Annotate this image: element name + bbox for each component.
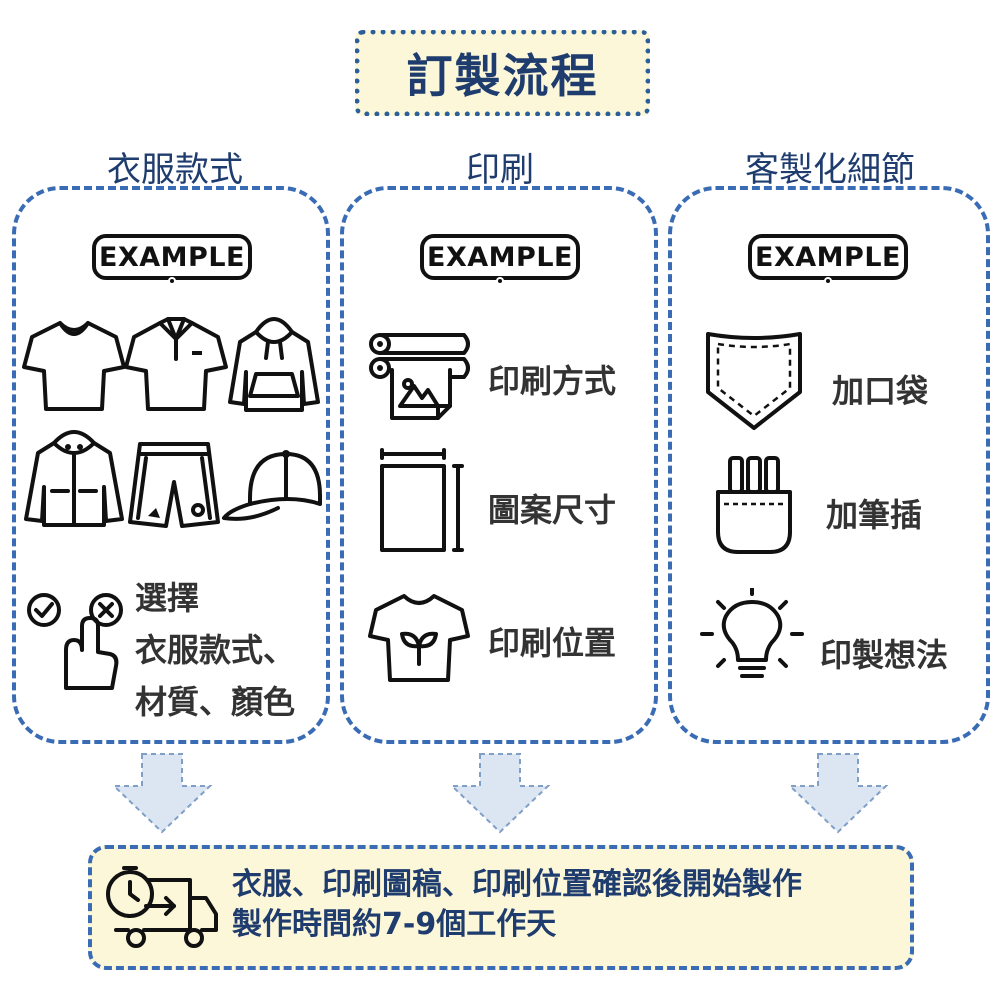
item-add-pen-slot: 加筆插 — [826, 496, 923, 534]
item-print-method: 印刷方式 — [488, 362, 617, 400]
choose-text: 選擇 衣服款式、 材質、顏色 — [135, 572, 295, 728]
shorts-icon — [128, 442, 220, 528]
delivery-truck-timer-icon — [106, 866, 218, 948]
cap-icon — [222, 450, 322, 521]
example-text: EXAMPLE — [427, 241, 573, 273]
production-line-2: 製作時間約7-9個工作天 — [232, 907, 557, 942]
down-arrow-icon — [787, 753, 889, 834]
lightbulb-icon — [700, 588, 804, 678]
choose-line: 衣服款式、 — [135, 631, 296, 669]
example-text: EXAMPLE — [755, 241, 901, 273]
item-print-position: 印刷位置 — [488, 624, 617, 662]
polo-shirt-icon — [124, 317, 228, 411]
column-heading-clothing: 衣服款式 — [107, 150, 243, 190]
hoodie-icon — [228, 317, 320, 412]
production-info-box — [88, 845, 914, 970]
select-hand-icon — [27, 593, 123, 690]
tshirt-icon — [22, 321, 126, 411]
size-frame-icon — [380, 448, 464, 552]
shirt-print-icon — [368, 594, 470, 682]
example-text: EXAMPLE — [99, 241, 245, 273]
down-arrow-icon — [111, 753, 213, 834]
page-title: 訂製流程 — [406, 49, 599, 103]
item-print-idea: 印製想法 — [820, 636, 949, 674]
production-line-1: 衣服、印刷圖稿、印刷位置確認後開始製作 — [232, 867, 802, 902]
item-add-pocket: 加口袋 — [832, 372, 929, 410]
title-box: 訂製流程 — [355, 30, 650, 116]
choose-line: 材質、顏色 — [135, 683, 296, 721]
printer-roll-icon — [369, 333, 470, 420]
example-badge: EXAMPLE — [420, 234, 580, 285]
pocket-icon — [706, 332, 802, 430]
pen-holder-icon — [716, 456, 792, 554]
column-heading-printing: 印刷 — [466, 150, 534, 190]
column-heading-custom: 客製化細節 — [745, 150, 915, 190]
example-badge: EXAMPLE — [92, 234, 252, 285]
example-badge: EXAMPLE — [748, 234, 908, 285]
down-arrow-icon — [449, 753, 551, 834]
zip-jacket-icon — [24, 430, 124, 527]
item-design-size: 圖案尺寸 — [488, 491, 617, 529]
choose-line: 選擇 — [135, 579, 200, 617]
